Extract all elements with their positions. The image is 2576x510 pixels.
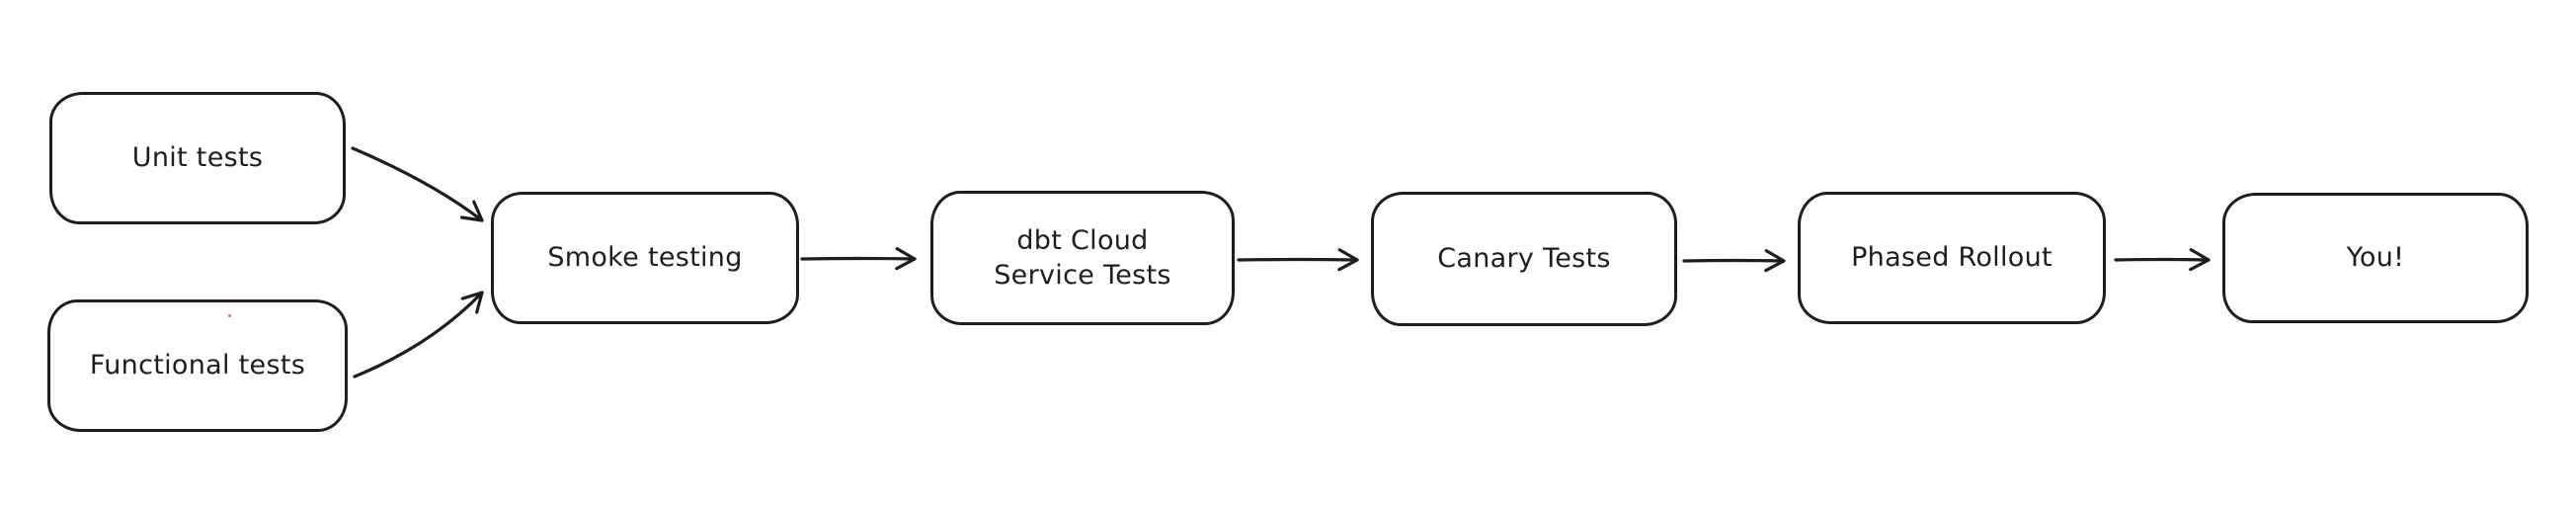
node-canary-tests: Canary Tests bbox=[1371, 192, 1677, 326]
stray-pixel-artifact bbox=[228, 314, 231, 317]
node-you-label: You! bbox=[2346, 242, 2405, 274]
node-dbt-cloud-service-tests-label: dbt Cloud Service Tests bbox=[994, 224, 1171, 291]
node-smoke-testing: Smoke testing bbox=[491, 192, 799, 324]
edge-functional-tests-to-smoke-testing bbox=[353, 291, 484, 379]
edge-smoke-testing-to-dbt-cloud bbox=[800, 247, 917, 271]
edge-canary-tests-to-phased-rollout bbox=[1682, 249, 1786, 273]
node-canary-tests-label: Canary Tests bbox=[1437, 243, 1611, 275]
node-smoke-testing-label: Smoke testing bbox=[547, 242, 743, 274]
edge-phased-rollout-to-you bbox=[2114, 248, 2211, 272]
node-you: You! bbox=[2222, 193, 2529, 323]
edge-dbt-cloud-to-canary-tests bbox=[1237, 248, 1359, 272]
node-functional-tests: Functional tests bbox=[47, 299, 348, 432]
edge-unit-tests-to-smoke-testing bbox=[351, 146, 484, 222]
node-unit-tests-label: Unit tests bbox=[131, 142, 264, 174]
node-phased-rollout: Phased Rollout bbox=[1798, 192, 2106, 324]
node-functional-tests-label: Functional tests bbox=[89, 350, 306, 382]
node-dbt-cloud-service-tests: dbt Cloud Service Tests bbox=[930, 191, 1235, 325]
node-phased-rollout-label: Phased Rollout bbox=[1851, 242, 2053, 274]
node-unit-tests: Unit tests bbox=[49, 92, 346, 224]
